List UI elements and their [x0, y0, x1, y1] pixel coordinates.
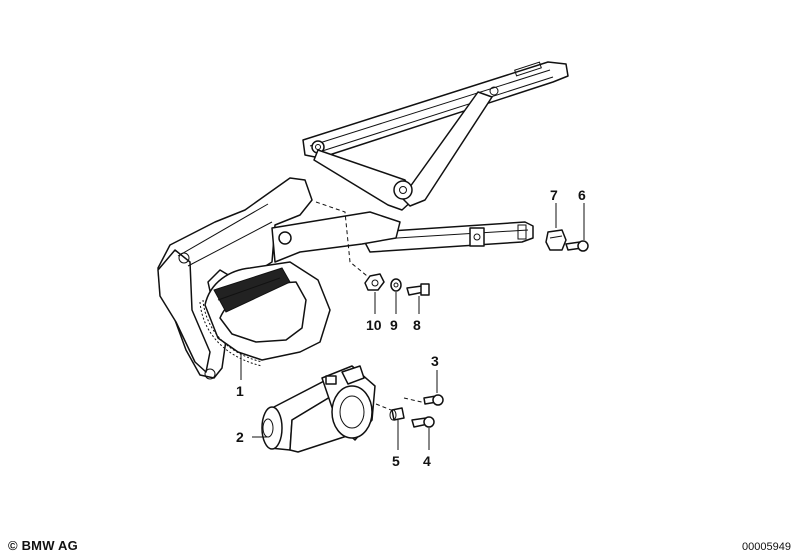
toothed-sector-gear: [199, 261, 331, 367]
callout-6: 6: [578, 187, 586, 203]
screw-6: [565, 240, 589, 252]
regulator-scissor-arm: [313, 91, 493, 211]
leader-lines: [240, 203, 585, 450]
callout-9: 9: [390, 317, 398, 333]
diagram-number: 00005949: [742, 541, 791, 553]
regulator-upper-rail: [302, 61, 569, 159]
sleeve-5: [389, 407, 405, 421]
callout-10: 10: [366, 317, 382, 333]
clip-7: [545, 229, 567, 251]
screw-4: [411, 416, 435, 428]
drive-motor: [261, 365, 376, 453]
washer-9: [390, 278, 402, 292]
callout-5: 5: [392, 453, 400, 469]
screw-3: [423, 394, 444, 406]
callout-8: 8: [413, 317, 421, 333]
nut-10: [364, 273, 385, 291]
callout-1: 1: [236, 383, 244, 399]
assembly-line-upper: [315, 201, 373, 281]
callout-3: 3: [431, 353, 439, 369]
callout-2: 2: [236, 429, 244, 445]
callout-4: 4: [423, 453, 431, 469]
bolt-8: [406, 283, 430, 296]
callout-7: 7: [550, 187, 558, 203]
copyright-label: © BMW AG: [8, 538, 78, 553]
